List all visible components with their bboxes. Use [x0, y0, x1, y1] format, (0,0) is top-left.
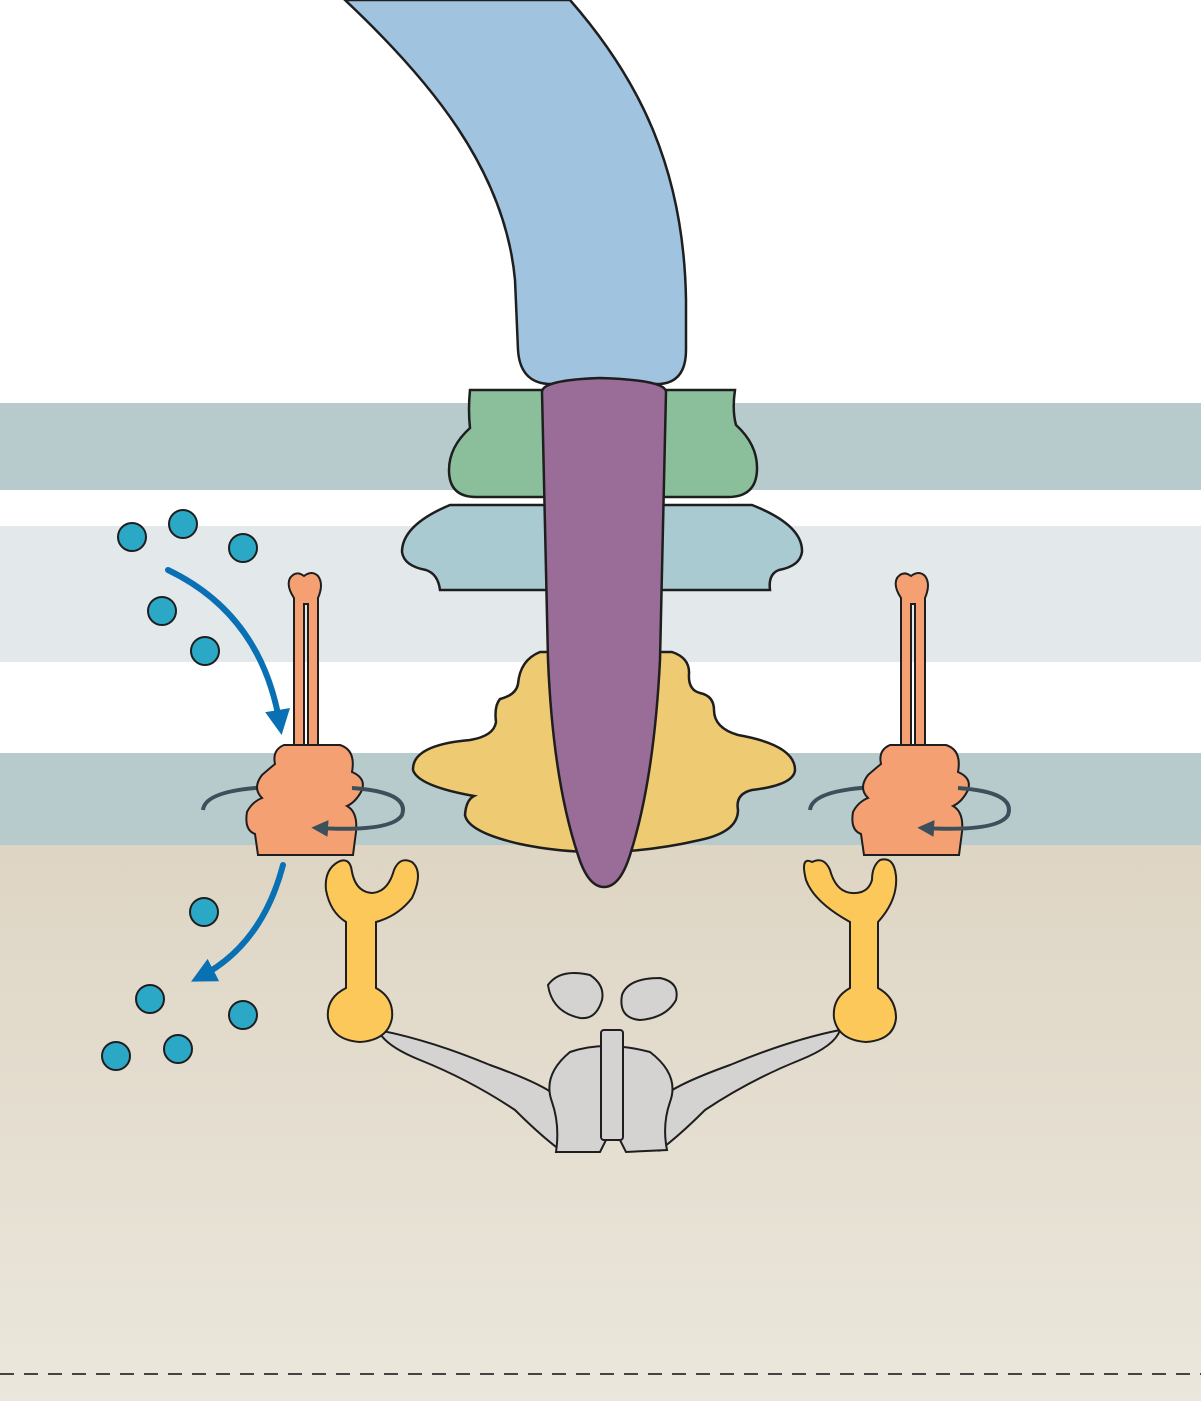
ion: [168, 509, 198, 539]
ion: [101, 1041, 131, 1071]
ions: [101, 509, 258, 1071]
ion: [135, 984, 165, 1014]
rotation-arrow-icon: [311, 786, 405, 837]
ion: [190, 636, 220, 666]
c-ring-protein-left: [324, 859, 419, 1044]
c-ring-protein-left-body: [324, 859, 419, 1044]
export-apparatus-top-left-lobe: [546, 972, 604, 1020]
export-apparatus-top-right-lobe: [620, 976, 678, 1022]
c-ring-protein-right: [803, 858, 898, 1044]
rotation-arrow-icon: [917, 786, 1011, 837]
stator-stalk-left: [287, 572, 322, 749]
stator-unit-left: [201, 572, 405, 856]
ion: [228, 533, 258, 563]
c-ring-protein-right-body: [803, 858, 898, 1044]
stator-stalk-right: [894, 572, 929, 749]
export-apparatus-left-arm: [376, 1028, 562, 1153]
ion: [163, 1034, 193, 1064]
ion: [117, 522, 147, 552]
ion: [147, 596, 177, 626]
stator-unit-right: [808, 572, 1011, 856]
ion: [189, 897, 219, 927]
ion: [228, 1000, 258, 1030]
export-apparatus: [376, 972, 842, 1154]
export-apparatus-right-arm: [658, 1028, 842, 1153]
ion-flow-arrow-icon: [165, 567, 290, 735]
ion-flow-arrow-icon: [191, 862, 286, 982]
export-apparatus-gate: [600, 1029, 624, 1141]
hook-filament: [343, 0, 688, 386]
rod: [540, 376, 668, 889]
